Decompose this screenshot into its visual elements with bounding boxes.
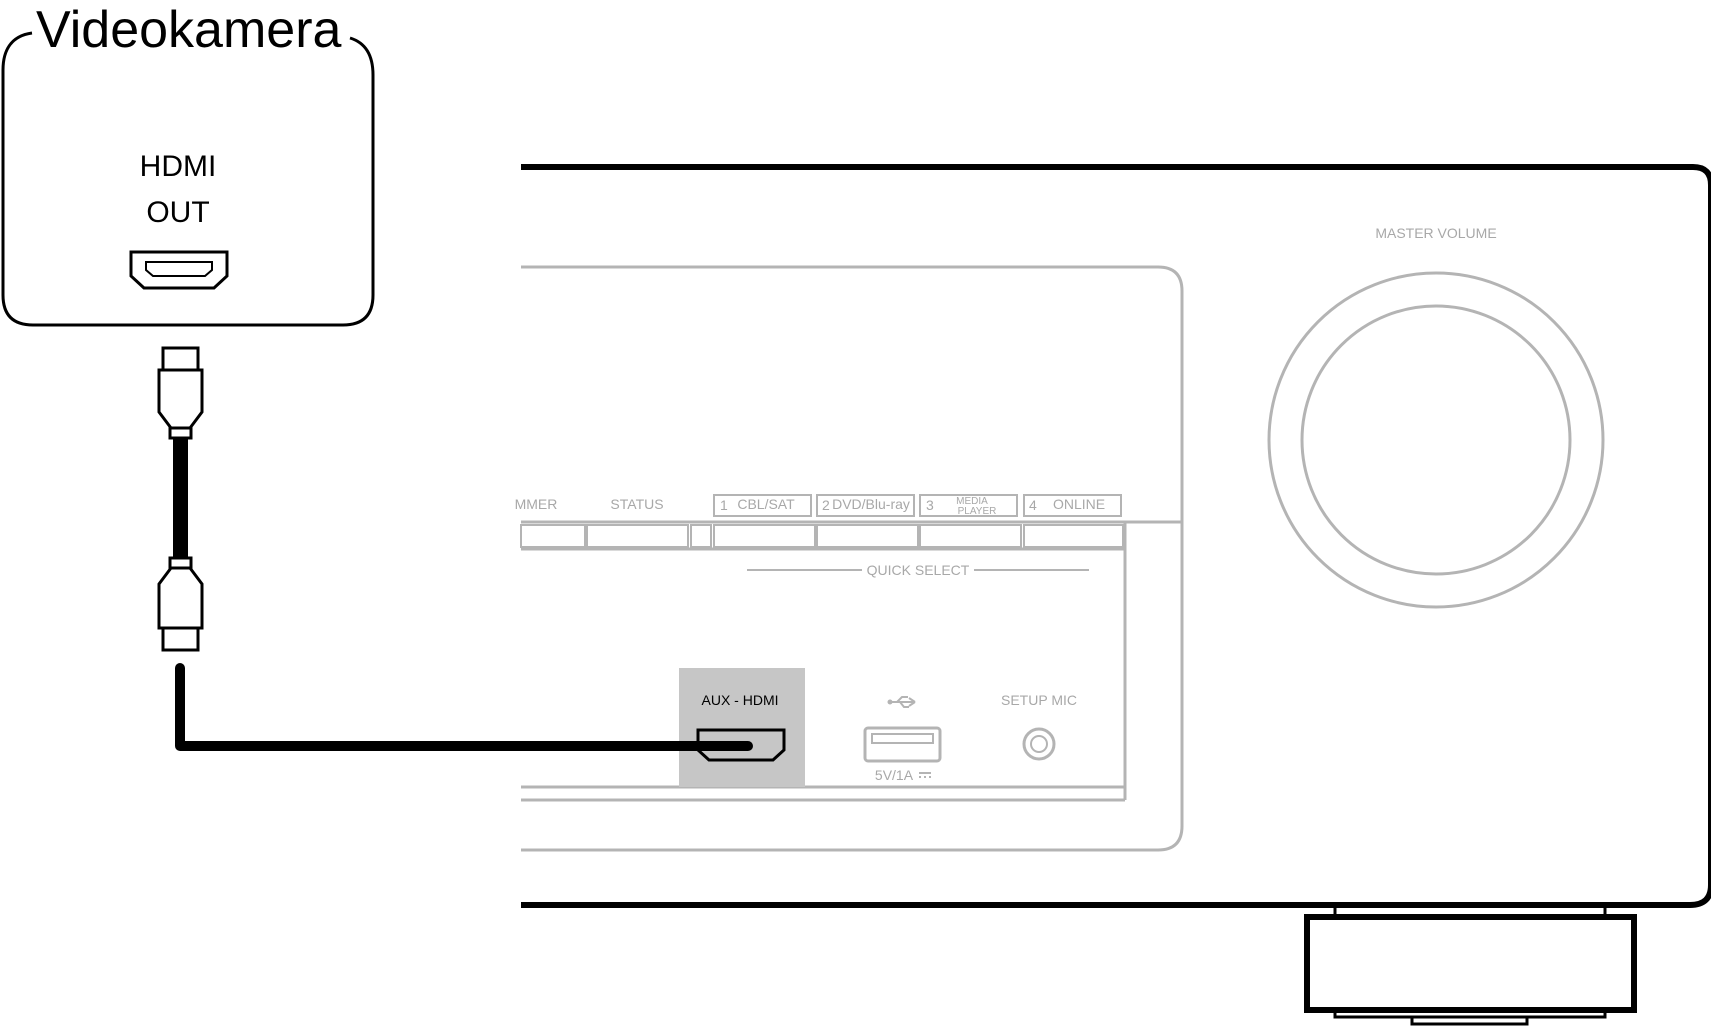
qs2-label: DVD/Blu-ray bbox=[832, 496, 910, 512]
quick-select-label: QUICK SELECT bbox=[867, 562, 970, 578]
hdmi-cable bbox=[157, 346, 204, 652]
quick-select-4-button[interactable] bbox=[1023, 524, 1124, 548]
usb-rating-label: 5V/1A bbox=[875, 767, 914, 783]
hdmi-port-icon bbox=[129, 250, 229, 290]
button-strip bbox=[520, 520, 1182, 800]
qs2-number: 2 bbox=[822, 497, 830, 513]
receiver: MASTER VOLUME MMER STATUS 1 CBL/SAT 2 DV… bbox=[515, 164, 1711, 1026]
hdmi-plug-top-icon bbox=[157, 346, 204, 440]
dc-symbol-icon bbox=[919, 772, 931, 778]
qs3-number: 3 bbox=[926, 497, 934, 513]
status-button[interactable] bbox=[586, 524, 689, 548]
small-button[interactable] bbox=[690, 524, 712, 548]
qs3-label-line1: MEDIA bbox=[956, 496, 988, 507]
dimmer-button-label: MMER bbox=[515, 496, 558, 512]
master-volume-knob-outer[interactable] bbox=[1267, 271, 1605, 609]
status-button-label: STATUS bbox=[610, 496, 663, 512]
usb-port-icon[interactable] bbox=[863, 726, 942, 763]
qs1-number: 1 bbox=[720, 497, 728, 513]
setup-mic-label: SETUP MIC bbox=[1001, 692, 1077, 708]
qs4-label: ONLINE bbox=[1053, 496, 1105, 512]
qs4-number: 4 bbox=[1029, 497, 1037, 513]
camera-box: Videokamera HDMI OUT bbox=[1, 1, 375, 327]
master-volume-label: MASTER VOLUME bbox=[1375, 225, 1496, 241]
quick-select-1-label-box: 1 CBL/SAT bbox=[713, 494, 812, 517]
front-panel-frame bbox=[521, 265, 1184, 852]
quick-select-3-button[interactable] bbox=[919, 524, 1022, 548]
camera-title: Videokamera bbox=[36, 1, 342, 59]
hdmi-plug-bottom-icon bbox=[157, 556, 204, 652]
quick-select-2-button[interactable] bbox=[816, 524, 919, 548]
receiver-foot bbox=[1304, 905, 1637, 1026]
quick-select-1-button[interactable] bbox=[713, 524, 816, 548]
aux-hdmi-highlight bbox=[679, 668, 805, 787]
qs3-label-line2: PLAYER bbox=[958, 506, 997, 517]
cable-run bbox=[175, 663, 753, 751]
dimmer-button[interactable] bbox=[520, 524, 586, 548]
camera-port-label-2: OUT bbox=[146, 196, 209, 229]
quick-select-2-label-box: 2 DVD/Blu-ray bbox=[816, 494, 915, 517]
quick-select-3-label-box: 3 MEDIA PLAYER bbox=[919, 494, 1018, 517]
setup-mic-jack-icon[interactable] bbox=[1022, 727, 1056, 761]
cable-segment bbox=[173, 438, 188, 558]
camera-port-label-1: HDMI bbox=[140, 150, 217, 183]
quick-select-4-label-box: 4 ONLINE bbox=[1023, 494, 1122, 517]
master-volume-knob-inner bbox=[1300, 304, 1572, 576]
usb-icon bbox=[887, 696, 916, 708]
qs1-label: CBL/SAT bbox=[737, 496, 795, 512]
aux-hdmi-label: AUX - HDMI bbox=[702, 692, 779, 708]
